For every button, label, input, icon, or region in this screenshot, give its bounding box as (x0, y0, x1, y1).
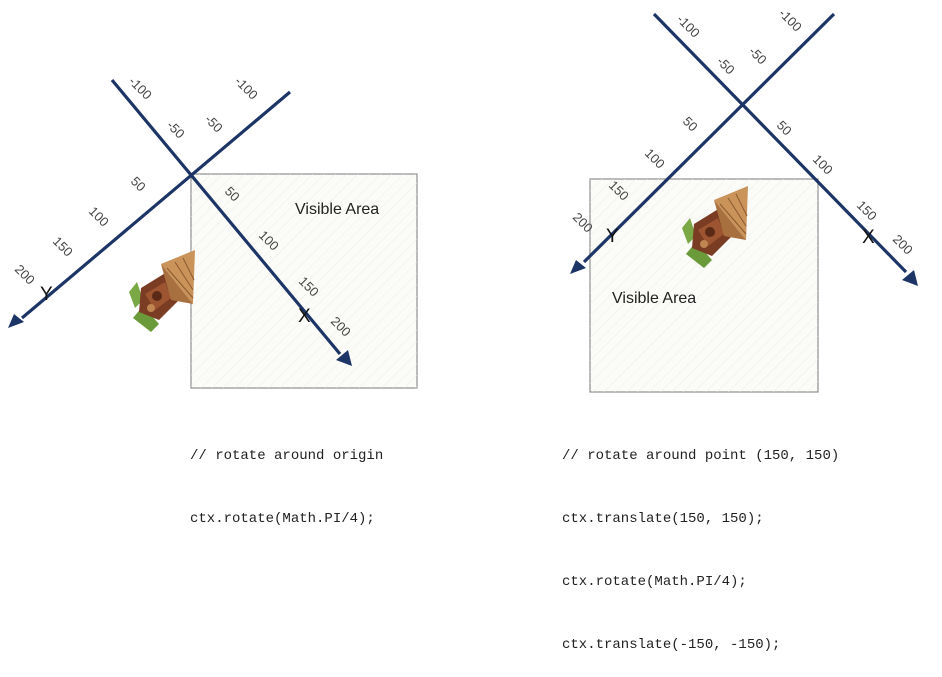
left-area-label: Visible Area (295, 201, 379, 218)
left-y-axis (20, 90, 292, 320)
right-x-tick: -50 (714, 54, 738, 78)
left-y-label: Y (40, 284, 53, 305)
right-area-label: Visible Area (612, 290, 696, 307)
left-code-block: // rotate around origin ctx.rotate(Math.… (190, 404, 383, 551)
left-y-tick: 100 (86, 204, 112, 230)
left-panel: Visible Area X Y -100 -50 50 100 150 200… (8, 74, 418, 389)
left-y-tick: 150 (50, 234, 76, 260)
right-x-tick: 100 (810, 152, 836, 178)
right-x-tick: 150 (854, 198, 880, 224)
left-x-arrow (336, 350, 352, 366)
right-y-tick: 50 (680, 114, 701, 135)
code-line: ctx.translate(-150, -150); (562, 637, 781, 653)
left-y-arrow (8, 314, 24, 328)
right-y-tick: 100 (642, 146, 668, 172)
diagram-canvas: Visible Area X Y -100 -50 50 100 150 200… (8, 6, 918, 393)
right-panel: Visible Area X Y -100 -50 50 100 150 200… (570, 6, 918, 393)
code-line: // rotate around point (150, 150) (562, 448, 840, 464)
left-x-label: X (298, 306, 311, 327)
left-x-tick: -100 (126, 74, 155, 103)
right-x-label: X (862, 227, 875, 248)
right-y-tick: -100 (776, 6, 805, 35)
right-x-tick: 200 (890, 232, 916, 258)
right-y-tick: -50 (746, 44, 770, 68)
house-illustration (128, 249, 196, 333)
right-x-arrow (902, 270, 918, 286)
code-line: // rotate around origin (190, 448, 384, 464)
code-line: ctx.rotate(Math.PI/4); (190, 511, 375, 527)
left-y-tick: -50 (202, 112, 226, 136)
code-line: ctx.rotate(Math.PI/4); (562, 574, 747, 590)
right-code-block: // rotate around point (150, 150) ctx.tr… (562, 404, 839, 677)
right-y-arrow (570, 260, 586, 274)
left-y-tick: 200 (12, 262, 38, 288)
left-x-tick: -50 (164, 118, 188, 142)
right-x-axis (652, 12, 908, 274)
left-x-axis (110, 78, 342, 356)
right-x-tick: 50 (774, 118, 795, 139)
code-line: ctx.translate(150, 150); (562, 511, 764, 527)
right-x-tick: -100 (674, 12, 703, 41)
right-y-label: Y (606, 226, 619, 247)
right-y-axis (582, 12, 836, 264)
left-y-tick: 50 (128, 174, 149, 195)
left-y-tick: -100 (232, 74, 261, 103)
